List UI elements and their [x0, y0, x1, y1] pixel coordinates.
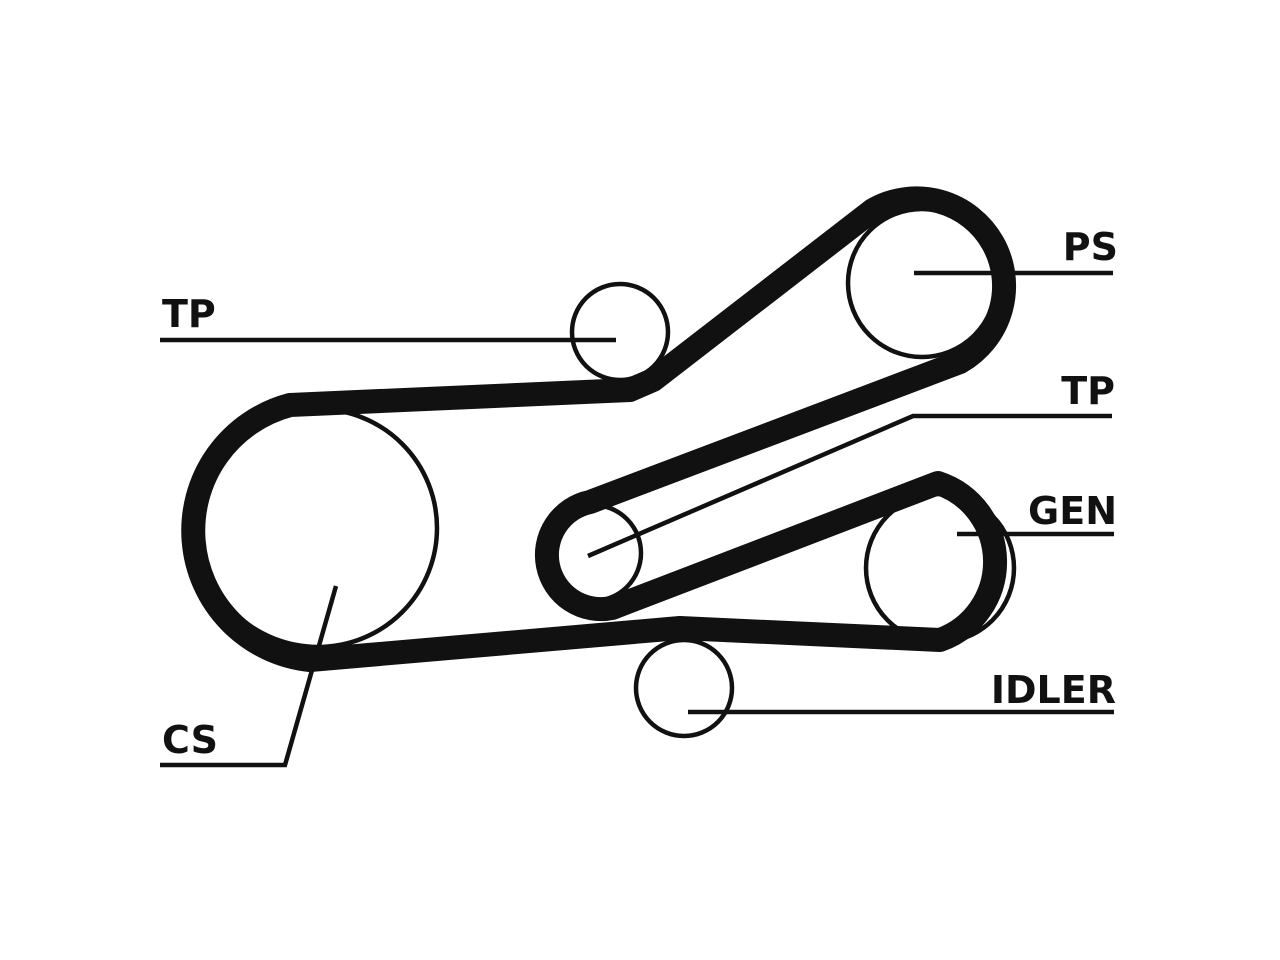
label-ps: PS: [1063, 225, 1118, 269]
crankshaft-pulley: [196, 406, 440, 650]
drive-belt: [181, 186, 1017, 672]
label-tp-lower: TP: [1061, 369, 1115, 413]
label-gen: GEN: [1028, 489, 1117, 533]
label-idler: IDLER: [991, 668, 1116, 712]
lower-tensioner-pulley: [542, 502, 644, 604]
power-steering-pulley: [845, 206, 999, 360]
label-tp-upper: TP: [162, 292, 216, 336]
generator-pulley: [863, 491, 1017, 645]
upper-tensioner-pulley: [569, 281, 671, 383]
label-cs: CS: [162, 718, 218, 762]
tp-lower-leader: [587, 413, 1112, 559]
cs-leader: [160, 585, 339, 768]
idler-pulley: [633, 637, 735, 739]
